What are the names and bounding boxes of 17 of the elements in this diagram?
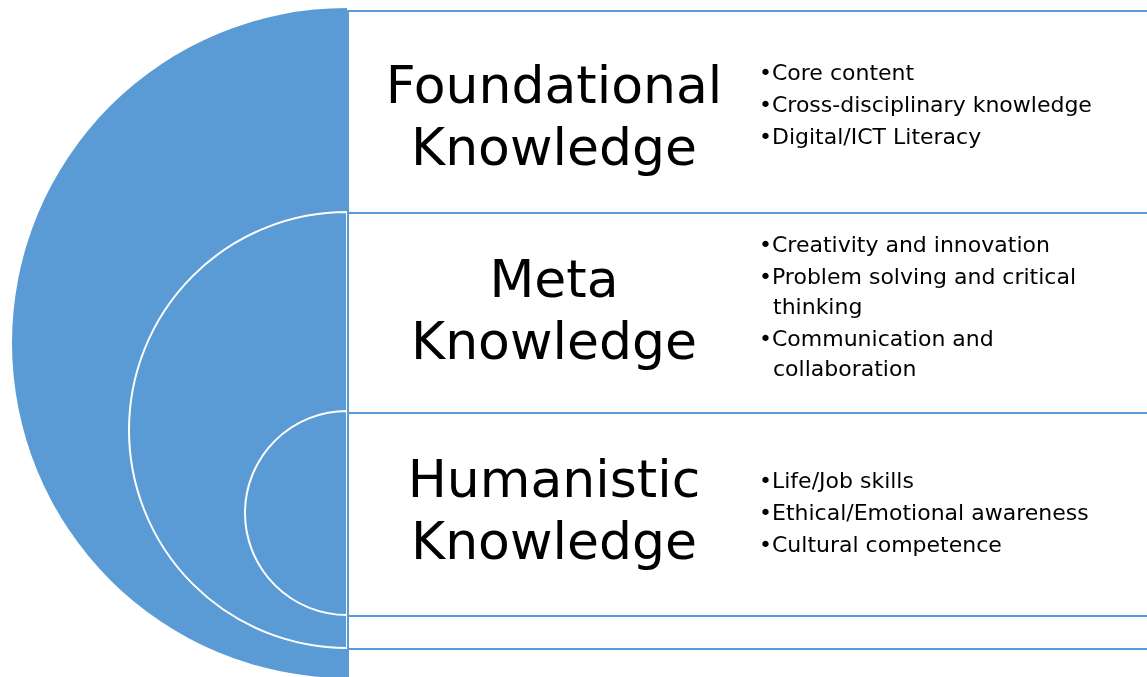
bullet-item: •Cultural competence: [759, 531, 1003, 559]
heading: Humanistic Knowledge: [406, 448, 702, 572]
bullet-item: •Life/Job skills: [759, 467, 915, 495]
row-panel: [347, 10, 1147, 212]
row-panel: [347, 412, 1147, 615]
bullet-item: •Digital/ICT Literacy: [759, 123, 983, 151]
bullet-item: •Cross-disciplinary knowledge: [759, 91, 1093, 119]
bullet-item: •Creativity and innovation: [759, 231, 1051, 259]
bullet-item: •Core content: [759, 59, 916, 87]
bullet-item: •Ethical/Emotional awareness: [759, 499, 1090, 527]
heading: Foundational Knowledge: [384, 54, 724, 178]
bullet-item: •Problem solving and critical thinking: [759, 263, 1078, 321]
row-panel: [347, 648, 1147, 677]
heading: Meta Knowledge: [410, 248, 698, 372]
row-panel: [347, 615, 1147, 648]
row-panel: [347, 212, 1147, 412]
bullet-item: •Communication and collaboration: [759, 325, 995, 383]
